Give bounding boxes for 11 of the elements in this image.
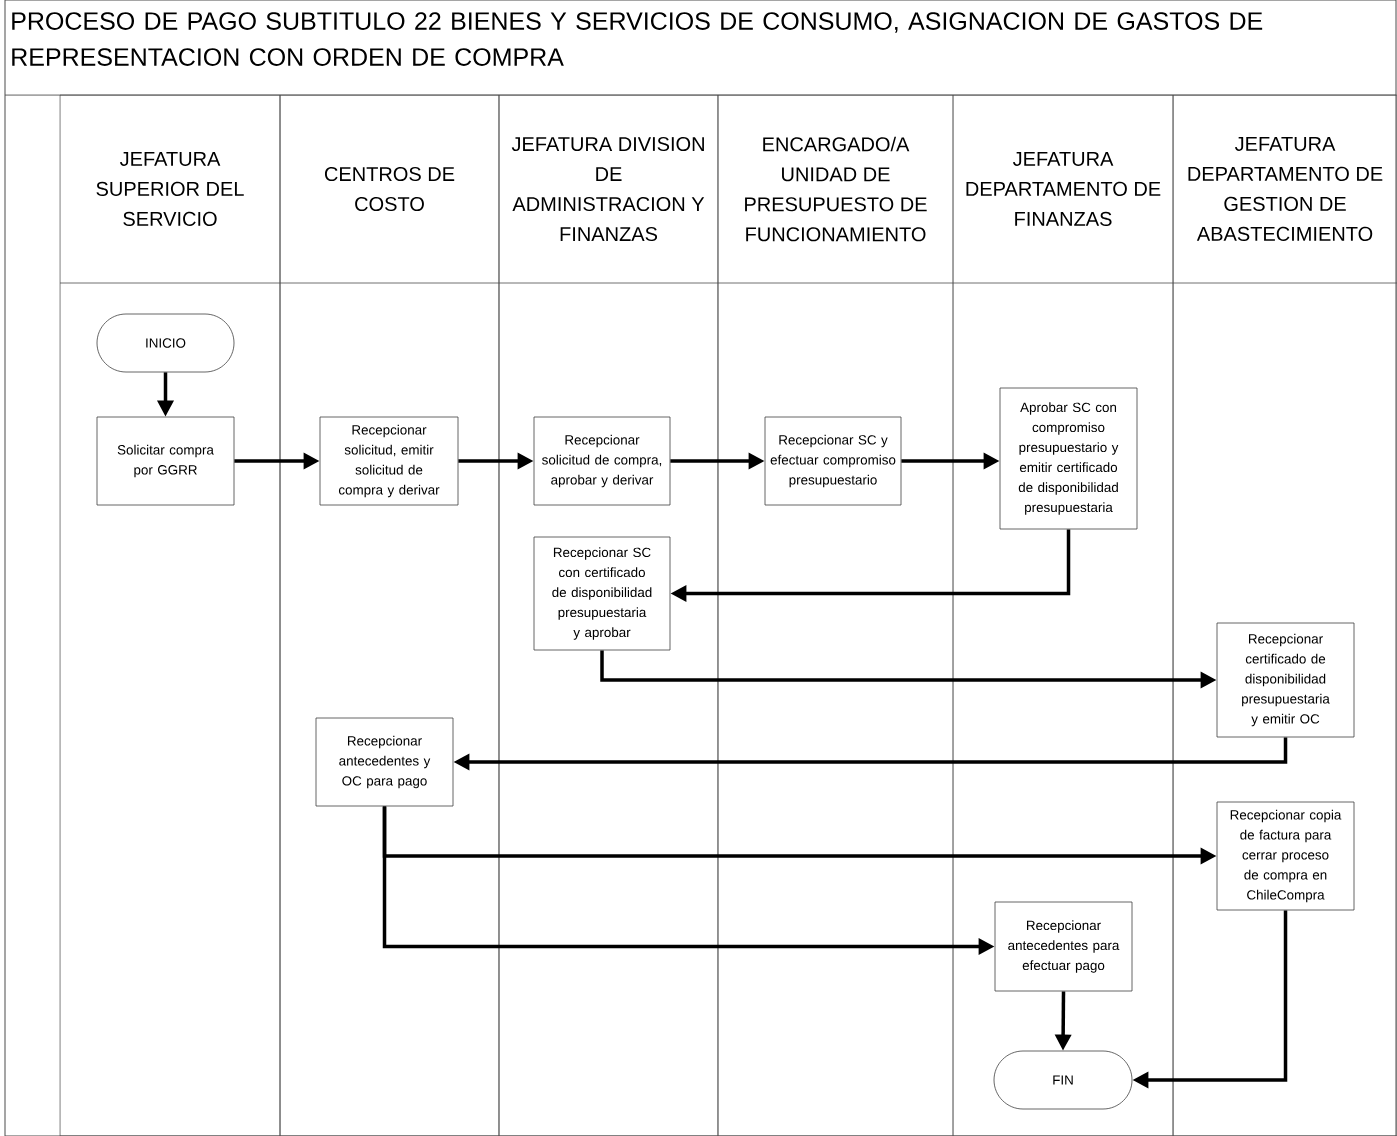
- process-box: Recepcionar certificado de disponibilidad presupuestaria y emitir OC: [1216, 622, 1355, 738]
- process-box: Recepcionar antecedentes para efectuar pago: [994, 901, 1133, 992]
- process-box: Solicitar compra por GGRR: [96, 416, 235, 506]
- process-box: Recepcionar SC y efectuar compromiso presupuestario: [764, 416, 902, 506]
- process-box: Recepcionar SC con certificado de disponibilidad presupuestaria y aprobar: [533, 536, 671, 651]
- process-box: Aprobar SC con compromiso presupuestario y emitir certificado de disponibilidad presupuestaria: [999, 387, 1138, 530]
- process-box: Recepcionar solicitud de compra, aprobar y derivar: [533, 416, 671, 506]
- process-box: Recepcionar copia de factura para cerrar proceso de compra en ChileCompra: [1216, 801, 1355, 911]
- process-box: Recepcionar solicitud, emitir solicitud de compra y derivar: [319, 416, 459, 506]
- process-box: Recepcionar antecedentes y OC para pago: [315, 717, 454, 807]
- title: PROCESO DE PAGO SUBTITULO 22 BIENES Y SERVICIOS DE CONSUMO, ASIGNACION DE GASTOS DE REPRESENTACION CON ORDEN DE COMPRA: [12, 12, 1263, 66]
